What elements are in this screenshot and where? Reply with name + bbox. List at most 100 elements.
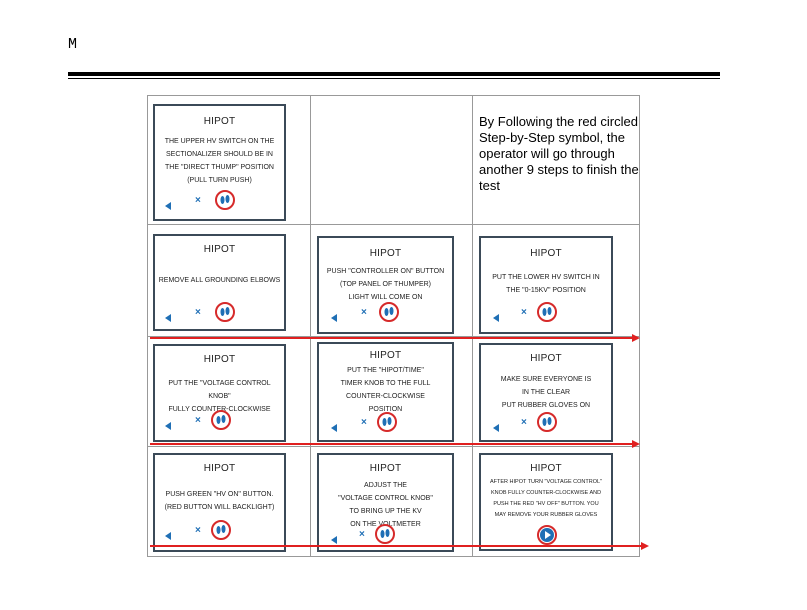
instruction-line: THE "0-15kV" POSITION: [506, 287, 586, 294]
footsteps-icon: [384, 307, 394, 316]
back-arrow-icon[interactable]: [331, 424, 337, 432]
step-by-step-button[interactable]: [379, 302, 399, 322]
panel-title: HIPOT: [530, 353, 562, 364]
step-by-step-button[interactable]: [537, 302, 557, 322]
instruction-line: REMOVE ALL GROUNDING ELBOWS: [158, 277, 281, 284]
info-text: By Following the red circled Step-by-Ste…: [479, 114, 639, 193]
close-icon[interactable]: ×: [521, 417, 527, 428]
back-arrow-icon[interactable]: [331, 314, 337, 322]
procedure-grid: [147, 95, 640, 557]
back-arrow-icon[interactable]: [165, 314, 171, 322]
panel-title: HIPOT: [530, 248, 562, 259]
back-arrow-icon[interactable]: [331, 536, 337, 544]
hipot-panel: HIPOT PUT THE LOWER HV SWITCH IN THE "0-…: [479, 236, 613, 334]
panel-title: HIPOT: [203, 354, 236, 365]
hipot-panel: HIPOT PUSH "CONTROLLER ON" BUTTON (TOP P…: [317, 236, 454, 334]
panel-title: HIPOT: [203, 463, 236, 474]
panel-instructions: REMOVE ALL GROUNDING ELBOWS: [157, 274, 282, 287]
footsteps-icon: [216, 415, 226, 424]
grid-col-divider: [310, 96, 311, 556]
instruction-line: PUT RUBBER GLOVES ON: [501, 402, 591, 409]
grid-col-divider: [472, 96, 473, 556]
flow-arrow-head: [632, 334, 640, 342]
instruction-line: KNOB FULLY COUNTER-CLOCKWISE AND: [490, 490, 602, 496]
panel-instructions: PUT THE "VOLTAGE CONTROL KNOB" FULLY COU…: [157, 377, 282, 416]
hipot-panel: HIPOT THE UPPER HV SWITCH ON THE SECTION…: [153, 104, 286, 221]
back-arrow-icon[interactable]: [165, 202, 171, 210]
flow-arrow-line: [150, 545, 641, 547]
instruction-line: (PULL TURN PUSH): [187, 177, 252, 184]
panel-instructions: THE UPPER HV SWITCH ON THE SECTIONALIZER…: [157, 135, 282, 187]
instruction-line: THE "DIRECT THUMP" POSITION: [165, 164, 274, 171]
play-icon: [540, 528, 554, 542]
close-icon[interactable]: ×: [195, 415, 201, 426]
panel-instructions: PUT THE "HIPOT/TIME" TIMER KNOB TO THE F…: [321, 364, 450, 416]
instruction-line: AFTER HIPOT TURN "VOLTAGE CONTROL": [490, 479, 602, 485]
step-by-step-button[interactable]: [211, 520, 231, 540]
instruction-line: PUT THE LOWER HV SWITCH IN: [492, 274, 600, 281]
hipot-panel: HIPOT PUT THE "VOLTAGE CONTROL KNOB" FUL…: [153, 344, 286, 442]
close-icon[interactable]: ×: [195, 307, 201, 318]
step-by-step-button[interactable]: [375, 524, 395, 544]
step-by-step-button[interactable]: [211, 410, 231, 430]
close-icon[interactable]: ×: [359, 529, 365, 540]
panel-title: HIPOT: [203, 244, 236, 255]
back-arrow-icon[interactable]: [493, 314, 499, 322]
hipot-panel: HIPOT PUT THE "HIPOT/TIME" TIMER KNOB TO…: [317, 342, 454, 442]
header-rule-thin: [68, 78, 720, 79]
step-by-step-button[interactable]: [215, 302, 235, 322]
panel-title: HIPOT: [203, 116, 236, 127]
panel-instructions: PUSH "CONTROLLER ON" BUTTON (TOP PANEL O…: [321, 265, 450, 304]
step-by-step-button[interactable]: [537, 412, 557, 432]
panel-title: HIPOT: [530, 463, 562, 474]
hipot-panel: HIPOT MAKE SURE EVERYONE IS IN THE CLEAR…: [479, 343, 613, 442]
instruction-line: (RED BUTTON WILL BACKLIGHT): [164, 504, 275, 511]
footsteps-icon: [380, 529, 390, 538]
flow-arrow-head: [641, 542, 649, 550]
hipot-panel: HIPOT REMOVE ALL GROUNDING ELBOWS ×: [153, 234, 286, 331]
footsteps-icon: [542, 417, 552, 426]
instruction-line: LIGHT WILL COME ON: [348, 294, 423, 301]
panel-instructions: PUT THE LOWER HV SWITCH IN THE "0-15kV" …: [483, 271, 609, 297]
instruction-line: PUT THE "HIPOT/TIME": [347, 367, 424, 374]
back-arrow-icon[interactable]: [165, 532, 171, 540]
flow-arrow-line: [150, 337, 632, 339]
grid-row-divider: [148, 336, 639, 337]
back-arrow-icon[interactable]: [165, 422, 171, 430]
close-icon[interactable]: ×: [361, 417, 367, 428]
panel-title: HIPOT: [369, 463, 402, 474]
flow-arrow-head: [632, 440, 640, 448]
flow-arrow-line: [150, 443, 632, 445]
instruction-line: FULLY COUNTER-CLOCKWISE: [168, 406, 271, 413]
hipot-panel: HIPOT ADJUST THE "VOLTAGE CONTROL KNOB" …: [317, 453, 454, 552]
close-icon[interactable]: ×: [195, 525, 201, 536]
header-mark: M: [68, 36, 78, 53]
close-icon[interactable]: ×: [361, 307, 367, 318]
step-by-step-button[interactable]: [377, 412, 397, 432]
instruction-line: PUSH "CONTROLLER ON" BUTTON: [326, 268, 445, 275]
grid-row-divider: [148, 224, 639, 225]
instruction-line: PUT THE "VOLTAGE CONTROL KNOB": [168, 380, 271, 400]
instruction-line: MAY REMOVE YOUR RUBBER GLOVES: [494, 512, 598, 518]
back-arrow-icon[interactable]: [493, 424, 499, 432]
header-rule-thick: [68, 72, 720, 76]
instruction-line: PUSH THE RED "HV OFF" BUTTON. YOU: [493, 501, 599, 507]
instruction-line: MAKE SURE EVERYONE IS: [500, 376, 592, 383]
instruction-line: POSITION: [368, 406, 403, 413]
hipot-panel: HIPOT AFTER HIPOT TURN "VOLTAGE CONTROL"…: [479, 453, 613, 551]
close-icon[interactable]: ×: [195, 195, 201, 206]
instruction-line: "VOLTAGE CONTROL KNOB": [338, 495, 433, 502]
instruction-line: COUNTER-CLOCKWISE: [346, 393, 425, 400]
instruction-line: THE UPPER HV SWITCH ON THE: [164, 138, 275, 145]
instruction-line: SECTIONALIZER SHOULD BE IN: [166, 151, 273, 158]
grid-row-divider: [148, 446, 639, 447]
panel-instructions: PUSH GREEN "HV ON" BUTTON. (RED BUTTON W…: [157, 488, 282, 514]
panel-title: HIPOT: [369, 248, 402, 259]
play-button[interactable]: [537, 525, 557, 545]
panel-title: HIPOT: [369, 350, 402, 361]
instruction-line: IN THE CLEAR: [521, 389, 571, 396]
footsteps-icon: [220, 195, 230, 204]
step-by-step-button[interactable]: [215, 190, 235, 210]
footsteps-icon: [542, 307, 552, 316]
close-icon[interactable]: ×: [521, 307, 527, 318]
